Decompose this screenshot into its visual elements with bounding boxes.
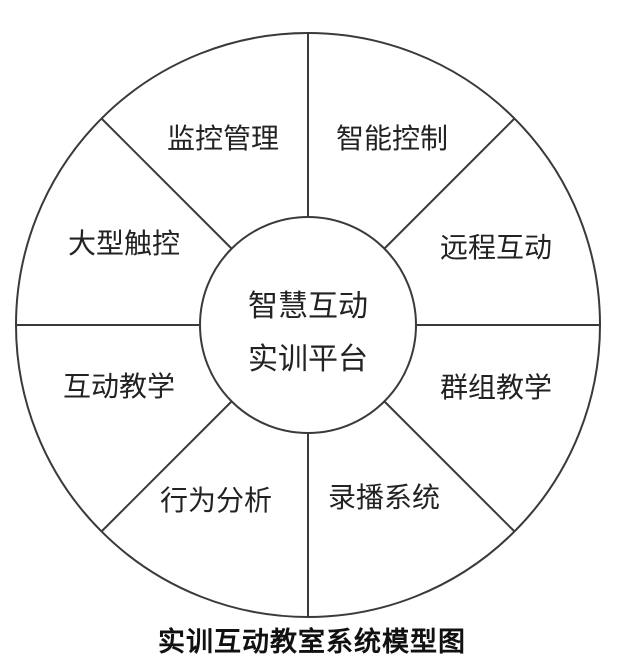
segment-label-remote-interaction: 远程互动 (440, 231, 552, 264)
center-label-line2: 实训平台 (248, 342, 368, 377)
diagram-caption: 实训互动教室系统模型图 (158, 627, 466, 658)
center-label-line1: 智慧互动 (248, 289, 368, 324)
segment-dividers (16, 33, 600, 617)
segment-label-large-touch: 大型触控 (68, 227, 180, 260)
center-circle (199, 216, 417, 434)
divider-top-right (383, 118, 515, 250)
divider-top-left (101, 118, 233, 250)
segment-label-monitor-management: 监控管理 (167, 122, 279, 155)
divider-bottom-right (383, 400, 515, 532)
segment-label-behavior-analysis: 行为分析 (160, 484, 272, 517)
divider-bottom-left (101, 400, 233, 532)
segment-label-recording-system: 录播系统 (328, 481, 440, 514)
segment-label-group-teaching: 群组教学 (440, 371, 552, 404)
segment-label-smart-control: 智能控制 (336, 122, 448, 155)
segment-label-interactive-teaching: 互动教学 (63, 370, 175, 403)
